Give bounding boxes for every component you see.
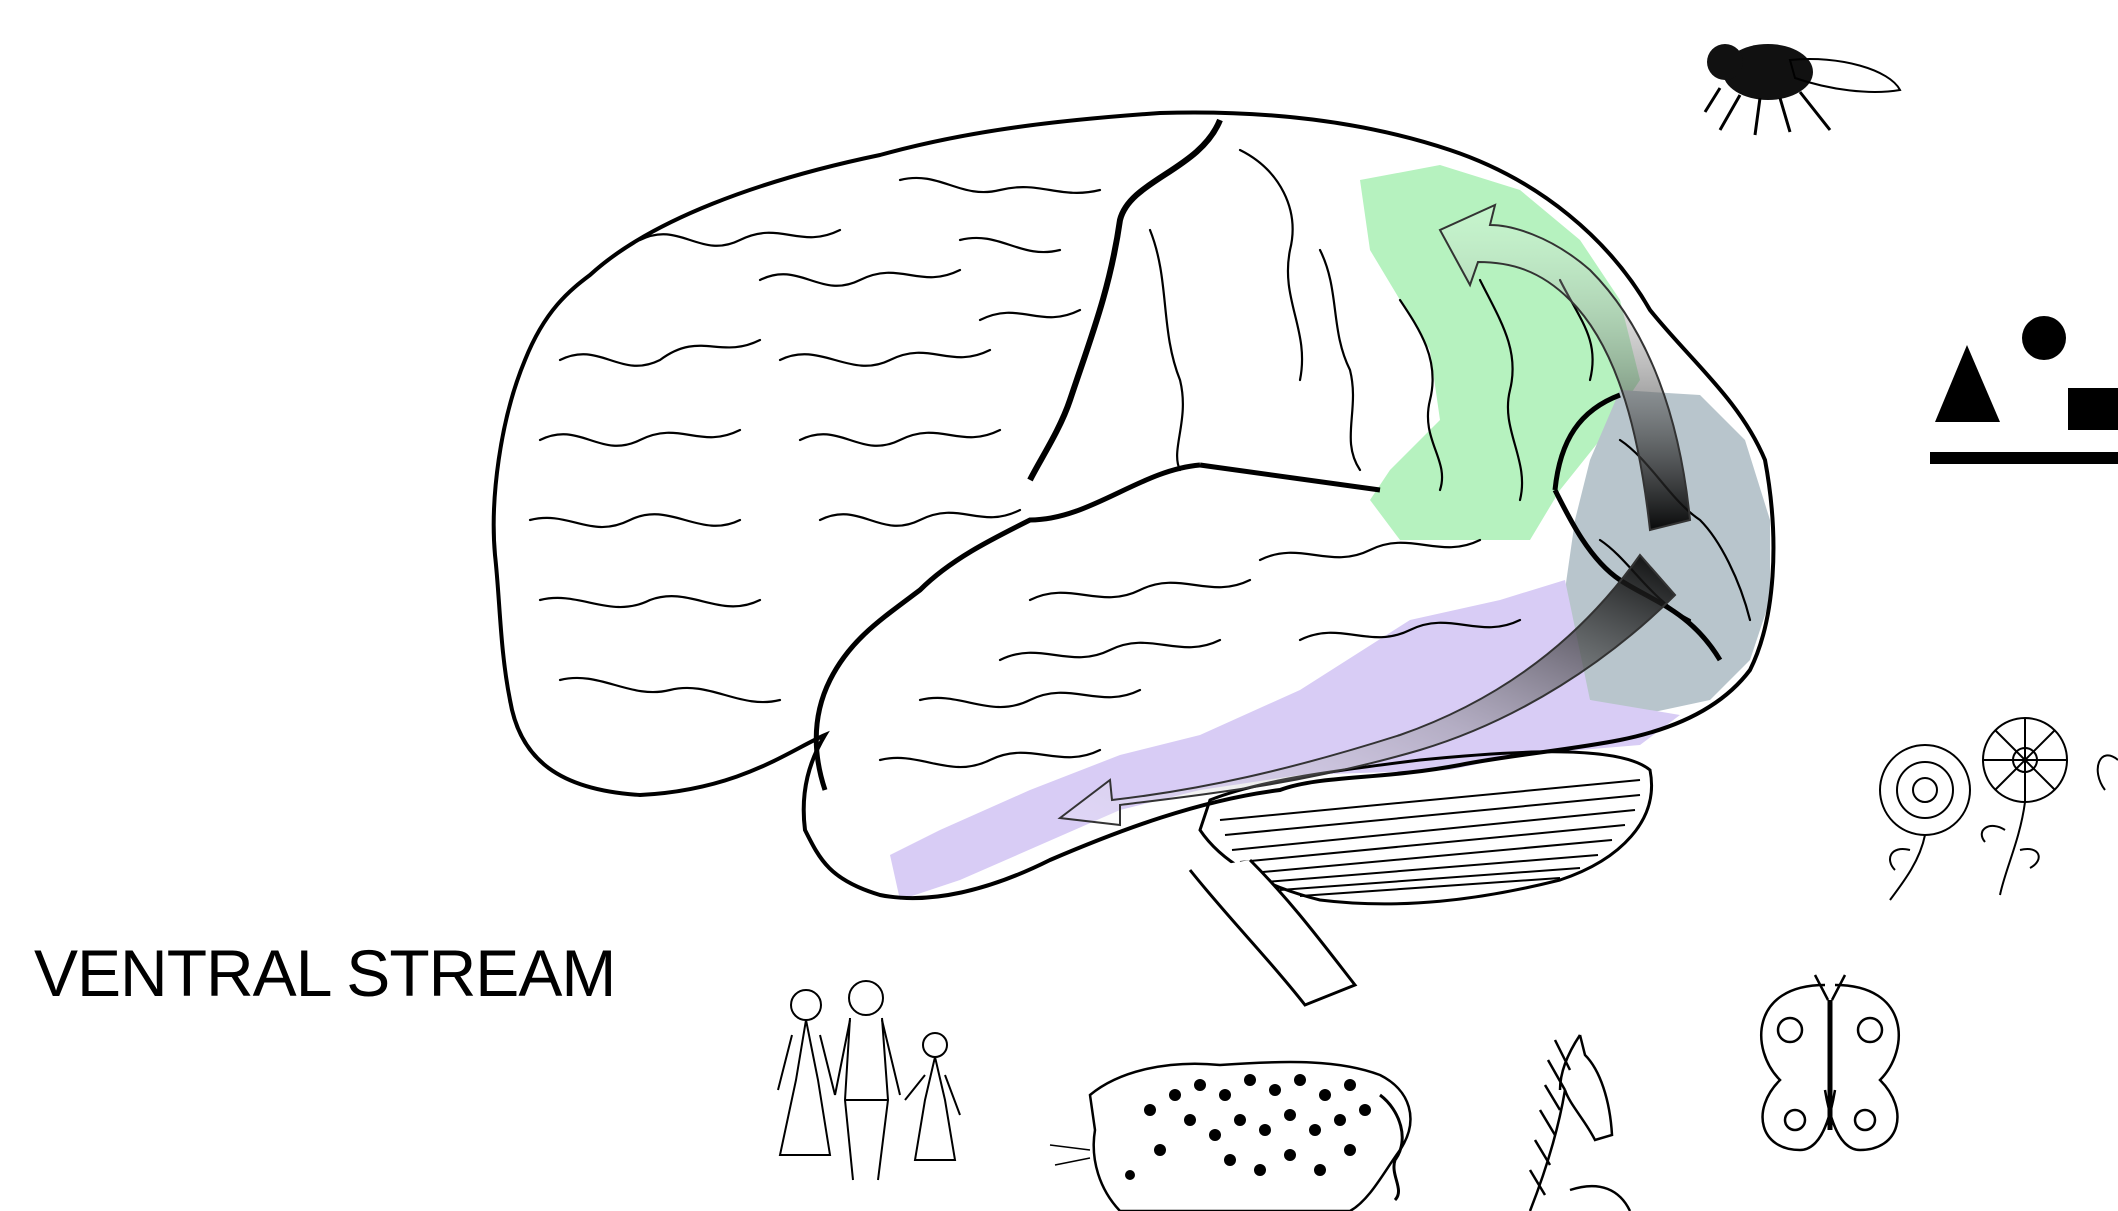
diagram-title: VENTRAL STREAM — [34, 935, 615, 1011]
brain-illustration-icon — [494, 112, 1774, 1005]
butterfly-icon — [1761, 975, 1898, 1150]
brain-stem — [1190, 860, 1355, 1005]
zebra-icon — [1530, 1035, 1630, 1211]
fly-icon — [1705, 44, 1900, 135]
flowers-icon — [1880, 718, 2118, 900]
temporal-region — [890, 580, 1680, 900]
shapes-icon — [1930, 316, 2118, 464]
family-icon — [778, 981, 960, 1180]
leopard-icon — [1050, 1062, 1410, 1211]
